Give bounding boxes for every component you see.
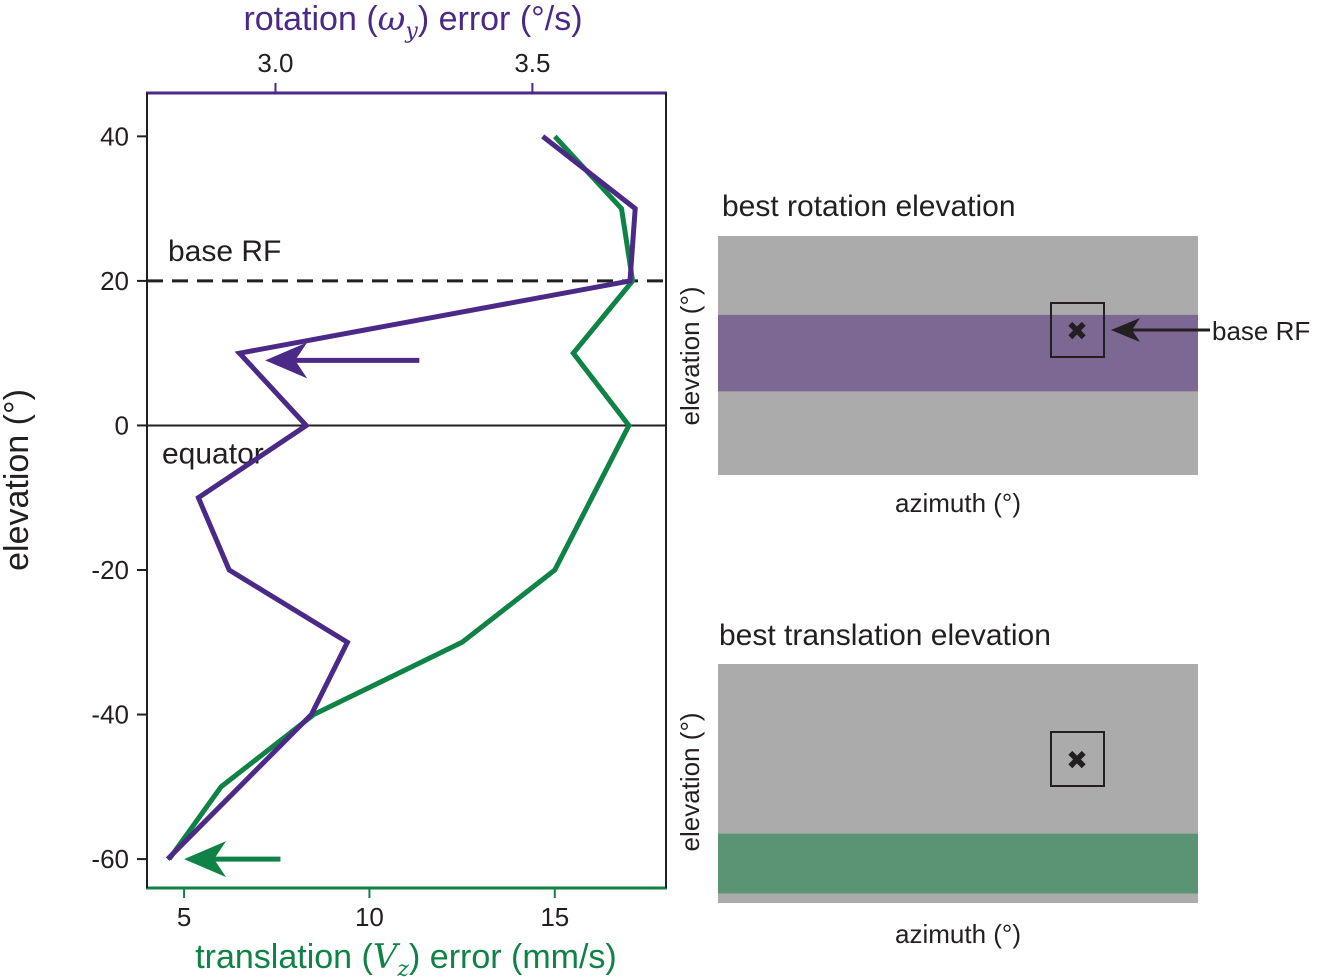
receptive-field-marker: ✖ — [1066, 316, 1088, 346]
receptive-field-marker: ✖ — [1066, 745, 1088, 775]
top-axis-label-var: ω — [378, 0, 406, 39]
bottom-axis-ticks: 5 10 15 — [177, 888, 569, 932]
translation-error-line — [167, 134, 636, 861]
rotation-min-arrow — [265, 342, 420, 379]
bottom-axis-label-prefix: translation ( — [195, 938, 373, 976]
bottom-axis-label-suffix: ) error (mm/s) — [409, 938, 617, 976]
y-axis-label: elevation (°) — [0, 389, 36, 571]
y-tick-label: -20 — [91, 555, 129, 585]
panel-x-label: azimuth (°) — [895, 919, 1021, 949]
bottom-tick-label: 10 — [355, 902, 384, 932]
bottom-tick-label: 5 — [177, 902, 191, 932]
base-rf-annotation: base RF — [1212, 316, 1310, 346]
y-tick-label: 20 — [100, 266, 129, 296]
rotation-arrow-head — [265, 342, 308, 379]
panel-title: best translation elevation — [719, 619, 1051, 652]
panel-y-label: elevation (°) — [675, 712, 705, 851]
top-tick-label: 3.5 — [514, 48, 550, 78]
base-rf-pointer-head — [1111, 318, 1140, 342]
base-rf-label: base RF — [168, 235, 281, 268]
rotation-error-line — [165, 134, 638, 861]
top-axis-label: rotation (ωy) error (°/s) — [243, 0, 582, 44]
translation-band — [718, 833, 1198, 894]
panel-title: best rotation elevation — [722, 190, 1016, 223]
y-tick-label: -40 — [91, 700, 129, 730]
y-tick-label: -60 — [91, 844, 129, 874]
line-chart: rotation (ωy) error (°/s) 3.0 3.5 40 20 … — [0, 0, 667, 977]
y-tick-label: 40 — [100, 121, 129, 151]
top-tick-label: 3.0 — [257, 48, 293, 78]
top-axis-label-sub: y — [404, 19, 418, 44]
base-rf-box — [1050, 302, 1105, 358]
rotation-elevation-panel: best rotation elevation ✖ base RF elevat… — [675, 190, 1310, 518]
left-axis-ticks: 40 20 0 -20 -40 -60 — [91, 121, 147, 874]
y-tick-label: 0 — [115, 410, 129, 440]
top-axis-label-prefix: rotation ( — [243, 0, 378, 38]
translation-elevation-panel: best translation elevation ✖ elevation (… — [675, 619, 1198, 949]
bottom-axis-label-sub: z — [396, 957, 409, 977]
bottom-axis-label: translation (Vz) error (mm/s) — [195, 937, 617, 977]
panel-y-label: elevation (°) — [675, 286, 705, 425]
bottom-axis-label-var: V — [373, 937, 401, 977]
translation-arrow-head — [184, 841, 227, 878]
top-axis-label-suffix: ) error (°/s) — [418, 0, 583, 38]
top-axis-ticks: 3.0 3.5 — [257, 48, 550, 93]
panel-x-label: azimuth (°) — [895, 488, 1021, 518]
translation-min-arrow — [184, 841, 281, 878]
bottom-tick-label: 15 — [540, 902, 569, 932]
base-rf-box — [1050, 731, 1105, 787]
